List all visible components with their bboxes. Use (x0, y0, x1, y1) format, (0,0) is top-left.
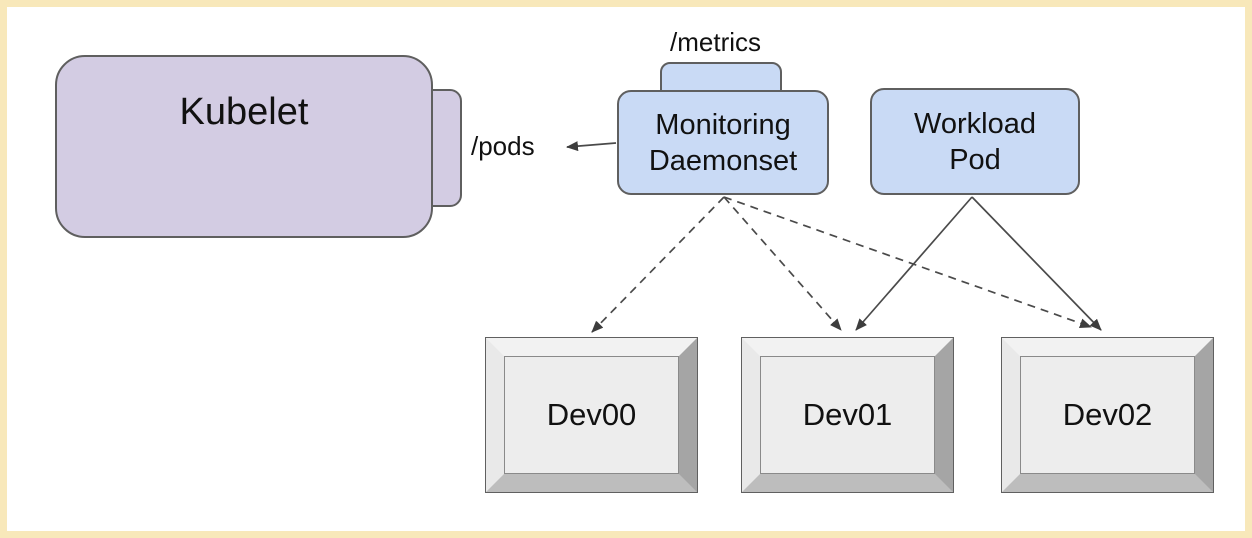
device-dev01-label: Dev01 (802, 397, 893, 432)
edge-monds-dev02 (723, 196, 1092, 329)
edge-monds-dev00 (591, 196, 725, 333)
workload-pod-label: Workload Pod (914, 107, 1036, 176)
device-dev02-face: Dev02 (1020, 356, 1195, 474)
device-dev00: Dev00 (486, 338, 697, 492)
edge-monds-kubelet (566, 141, 617, 152)
device-dev00-label: Dev00 (546, 397, 637, 432)
device-dev00-face: Dev00 (504, 356, 679, 474)
edge-workload-dev02 (971, 196, 1102, 331)
device-dev02-label: Dev02 (1062, 397, 1153, 432)
device-dev02: Dev02 (1002, 338, 1213, 492)
edge-monds-dev01 (723, 196, 842, 331)
kubelet-label: Kubelet (179, 91, 309, 133)
monitoring-daemonset-label: Monitoring Daemonset (648, 108, 798, 177)
monitoring-daemonset-node: Monitoring Daemonset (617, 90, 829, 195)
device-dev01-face: Dev01 (760, 356, 935, 474)
metrics-endpoint-label: /metrics (670, 27, 761, 57)
workload-pod-node: Workload Pod (870, 88, 1080, 195)
pods-endpoint-label: /pods (471, 131, 535, 161)
kubelet-node: Kubelet (55, 55, 433, 238)
device-dev01: Dev01 (742, 338, 953, 492)
edge-workload-dev01 (855, 196, 973, 331)
